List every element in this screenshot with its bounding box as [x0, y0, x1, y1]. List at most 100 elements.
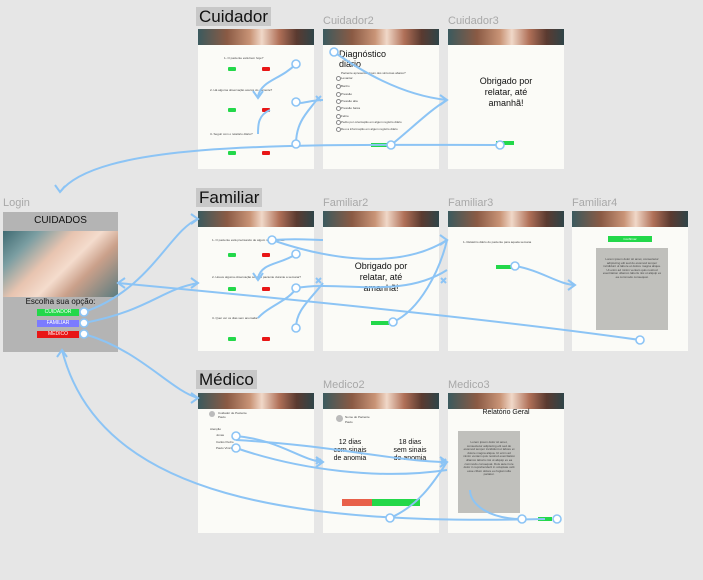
- connection-handle[interactable]: [79, 307, 89, 317]
- return-button[interactable]: [371, 321, 389, 325]
- yes-button[interactable]: [228, 253, 236, 257]
- no-button[interactable]: [262, 67, 270, 71]
- header-photo: [448, 29, 564, 45]
- symptom-item: Banho: [341, 84, 350, 88]
- radio-button[interactable]: [336, 127, 341, 132]
- view-report-button[interactable]: [496, 265, 514, 269]
- yes-button[interactable]: [228, 287, 236, 291]
- flow-line: [257, 63, 297, 97]
- yes-button[interactable]: [228, 108, 236, 112]
- flow-line: [235, 435, 324, 463]
- yes-button[interactable]: [228, 67, 236, 71]
- connection-handle[interactable]: [79, 318, 89, 328]
- connection-handle[interactable]: [552, 514, 562, 524]
- connection-handle[interactable]: [267, 235, 277, 245]
- connection-x: [315, 458, 322, 465]
- connection-handle[interactable]: [291, 97, 301, 107]
- flow-line: [59, 143, 501, 193]
- flow-line: [83, 218, 199, 313]
- diagnostico-title: Diagnóstico diário: [339, 49, 387, 69]
- flow-line: [83, 282, 199, 324]
- report-box: Lorem ipsum dolor sit amet, consectetur …: [596, 248, 668, 330]
- familiar-frame: 1- O paciente está precisando de algum m…: [198, 211, 314, 351]
- no-button[interactable]: [262, 253, 270, 257]
- section-familiar: Familiar: [196, 188, 263, 207]
- connection-handle[interactable]: [291, 283, 301, 293]
- arrowhead: [190, 277, 200, 289]
- flow-line: [469, 489, 523, 520]
- no-button[interactable]: [262, 108, 270, 112]
- connection-handle[interactable]: [388, 317, 398, 327]
- header-photo: [323, 29, 439, 45]
- medico-frame: Cuidador de Paciente Paulo Atenção Jonas…: [198, 393, 314, 533]
- connection-handle[interactable]: [291, 59, 301, 69]
- section-cuidador: Cuidador: [196, 7, 271, 26]
- connection-handle[interactable]: [231, 443, 241, 453]
- connection-handle[interactable]: [517, 514, 527, 524]
- flow-line: [117, 282, 641, 341]
- arrowhead: [190, 213, 200, 225]
- connection-handle[interactable]: [231, 431, 241, 441]
- radio-button[interactable]: [336, 92, 341, 97]
- no-button[interactable]: [262, 337, 270, 341]
- radio-button[interactable]: [336, 114, 341, 119]
- connection-handle[interactable]: [291, 323, 301, 333]
- frame-label-familiar4: Familiar4: [572, 197, 618, 209]
- symptom-item: Pressão: [341, 92, 353, 96]
- frame-label-cuidador2: Cuidador2: [323, 15, 374, 27]
- report-box: Lorem ipsum dolor sit amet, consectetur …: [458, 431, 520, 513]
- connection-handle[interactable]: [291, 249, 301, 259]
- radio-button[interactable]: [336, 120, 341, 125]
- radio-button[interactable]: [336, 84, 341, 89]
- yes-button[interactable]: [228, 337, 236, 341]
- frame-label-login: Login: [3, 197, 30, 209]
- connection-handle[interactable]: [79, 329, 89, 339]
- frame-label-familiar2: Familiar2: [323, 197, 369, 209]
- medico-button[interactable]: MÉDICO: [37, 331, 79, 338]
- flow-line: [271, 238, 324, 241]
- confirm-button[interactable]: Confirmar: [608, 236, 652, 242]
- patient-name: Nome do Paciente: [345, 415, 370, 419]
- symptom-item: Deu a informação em algum registro diári…: [341, 127, 398, 131]
- cuidador-question-3: 3- Seguir com o relatório diário?: [210, 132, 253, 136]
- arrowhead: [315, 456, 325, 468]
- symptom-item: Pressão baixa: [341, 106, 361, 110]
- connection-handle[interactable]: [386, 140, 396, 150]
- connection-handle[interactable]: [385, 513, 395, 523]
- login-title: CUIDADOS: [34, 215, 87, 226]
- hands-photo: [3, 231, 118, 297]
- connection-handle[interactable]: [510, 261, 520, 271]
- return-button[interactable]: [496, 141, 514, 145]
- frame-label-cuidador3: Cuidador3: [448, 15, 499, 27]
- radio-button[interactable]: [336, 106, 341, 111]
- anomaly-days-stat: 12 dias com sinais de anomia: [333, 439, 367, 462]
- connection-handle[interactable]: [635, 335, 645, 345]
- arrowhead: [439, 456, 449, 468]
- no-button[interactable]: [262, 151, 270, 155]
- avatar: [336, 415, 343, 422]
- header-photo: [323, 393, 439, 409]
- patient-list-item[interactable]: Jonas: [216, 433, 225, 437]
- familiar4-frame: Confirmar Lorem ipsum dolor sit amet, co…: [572, 211, 688, 351]
- no-button[interactable]: [262, 287, 270, 291]
- familiar-button[interactable]: FAMILIAR: [37, 320, 79, 327]
- patient-list-item[interactable]: Paulo Vinicius: [216, 446, 235, 450]
- arrowhead: [56, 348, 68, 358]
- radio-button[interactable]: [336, 76, 341, 81]
- anomaly-bar: [342, 499, 372, 506]
- cuidador-button[interactable]: CUIDADOR: [37, 309, 79, 316]
- report-title: Relatório Geral: [482, 409, 530, 416]
- patient-list-item[interactable]: Carlos Pedro: [216, 440, 234, 444]
- radio-button[interactable]: [336, 99, 341, 104]
- cuidador-question-2: 2- Há alguma observação acerca do pacien…: [210, 88, 273, 92]
- connection-handle[interactable]: [291, 139, 301, 149]
- yes-button[interactable]: [228, 151, 236, 155]
- frame-label-medico3: Medico3: [448, 379, 490, 391]
- section-medico: Médico: [196, 370, 257, 389]
- header-photo: [448, 211, 564, 227]
- patient-name: Cuidador de Paciente: [218, 411, 247, 415]
- connection-x: [315, 277, 322, 284]
- connection-handle[interactable]: [495, 140, 505, 150]
- connection-handle[interactable]: [329, 47, 339, 57]
- patient-sub: Paulo: [218, 415, 226, 419]
